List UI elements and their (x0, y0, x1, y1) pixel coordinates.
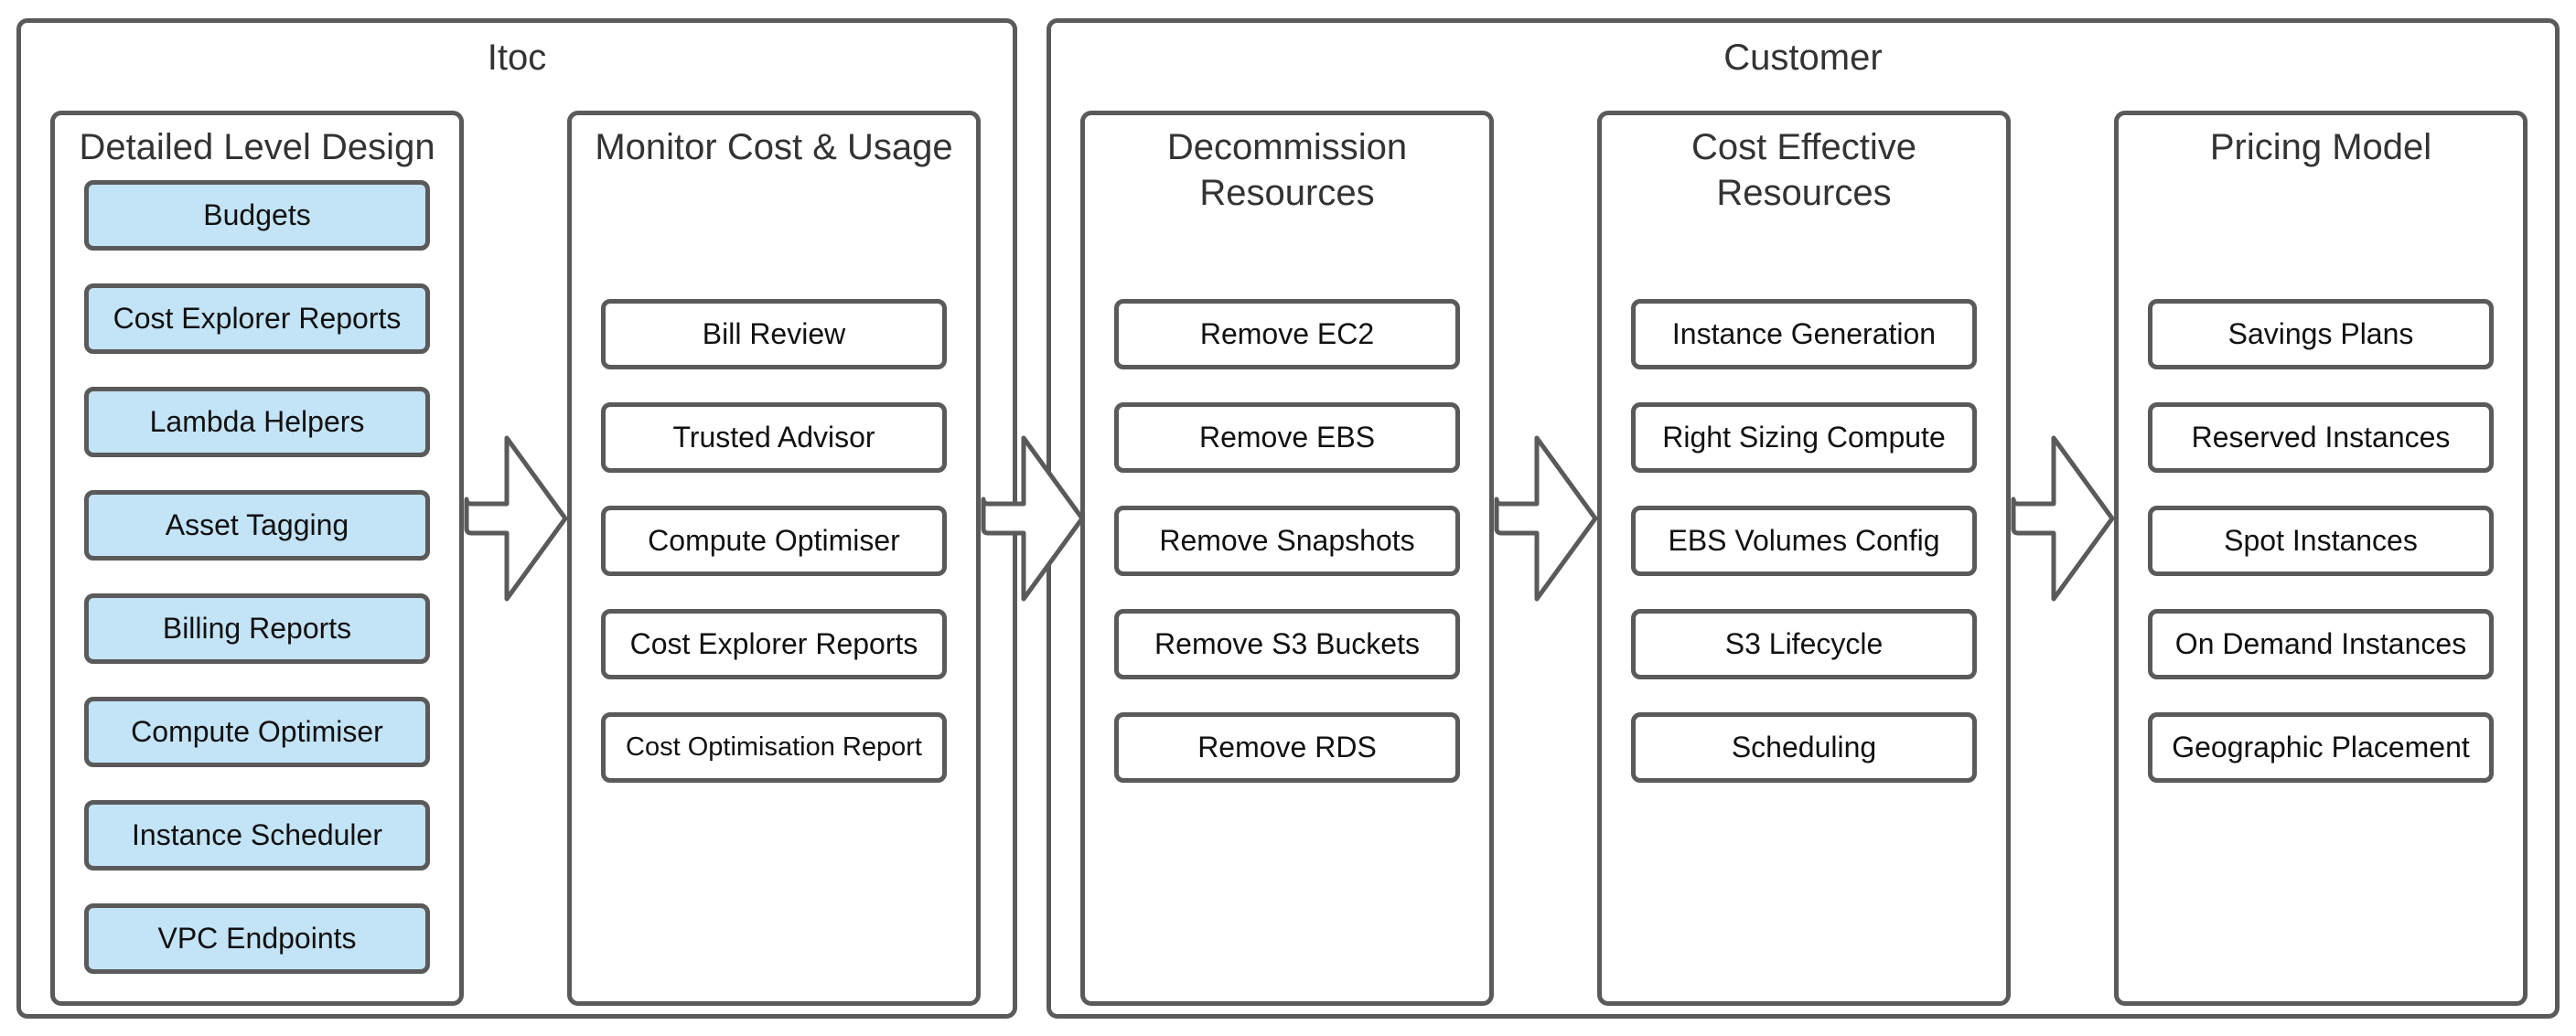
column-decommission-resources: Decommission Resources Remove EC2 Remove… (1080, 111, 1494, 1006)
column-cost-effective-resources: Cost Effective Resources Instance Genera… (1597, 111, 2011, 1006)
item-ebs-volumes-config: EBS Volumes Config (1631, 506, 1977, 576)
item-budgets: Budgets (84, 180, 430, 251)
flow-arrow-icon (1494, 435, 1598, 602)
column-monitor-cost-usage: Monitor Cost & Usage Bill Review Trusted… (567, 111, 981, 1006)
column-pricing-model: Pricing Model Savings Plans Reserved Ins… (2114, 111, 2528, 1006)
item-compute-optimiser: Compute Optimiser (84, 697, 430, 767)
column-title: Decommission Resources (1166, 127, 1408, 213)
item-scheduling: Scheduling (1631, 712, 1977, 783)
group-itoc: Itoc Detailed Level Design Budgets Cost … (16, 18, 1017, 1019)
item-s3-lifecycle: S3 Lifecycle (1631, 609, 1977, 679)
item-cost-optimisation-report: Cost Optimisation Report (601, 712, 947, 783)
item-lambda-helpers: Lambda Helpers (84, 387, 430, 457)
item-remove-s3-buckets: Remove S3 Buckets (1114, 609, 1460, 679)
column-title: Cost Effective Resources (1690, 127, 1917, 213)
item-remove-ebs: Remove EBS (1114, 402, 1460, 473)
column-title: Pricing Model (2209, 127, 2432, 167)
item-right-sizing-compute: Right Sizing Compute (1631, 402, 1977, 473)
item-cost-explorer-reports: Cost Explorer Reports (601, 609, 947, 679)
item-remove-rds: Remove RDS (1114, 712, 1460, 783)
item-trusted-advisor: Trusted Advisor (601, 402, 947, 473)
item-reserved-instances: Reserved Instances (2148, 402, 2494, 473)
item-remove-snapshots: Remove Snapshots (1114, 506, 1460, 576)
item-spot-instances: Spot Instances (2148, 506, 2494, 576)
item-remove-ec2: Remove EC2 (1114, 299, 1460, 369)
item-instance-scheduler: Instance Scheduler (84, 800, 430, 870)
column-detailed-level-design: Detailed Level Design Budgets Cost Explo… (50, 111, 464, 1006)
item-billing-reports: Billing Reports (84, 593, 430, 664)
column-title: Detailed Level Design (79, 127, 435, 167)
item-instance-generation: Instance Generation (1631, 299, 1977, 369)
item-vpc-endpoints: VPC Endpoints (84, 903, 430, 974)
column-title: Monitor Cost & Usage (595, 127, 953, 167)
item-bill-review: Bill Review (601, 299, 947, 369)
group-customer-title: Customer (1723, 37, 1883, 78)
flow-arrow-icon (2011, 435, 2115, 602)
flow-arrow-icon (981, 435, 1085, 602)
group-itoc-title: Itoc (487, 37, 547, 78)
item-compute-optimiser: Compute Optimiser (601, 506, 947, 576)
item-asset-tagging: Asset Tagging (84, 490, 430, 561)
item-on-demand-instances: On Demand Instances (2148, 609, 2494, 679)
group-customer: Customer Decommission Resources Remove E… (1046, 18, 2560, 1019)
flow-arrow-icon (464, 435, 568, 602)
item-geographic-placement: Geographic Placement (2148, 712, 2494, 783)
item-cost-explorer-reports: Cost Explorer Reports (84, 283, 430, 354)
item-savings-plans: Savings Plans (2148, 299, 2494, 369)
